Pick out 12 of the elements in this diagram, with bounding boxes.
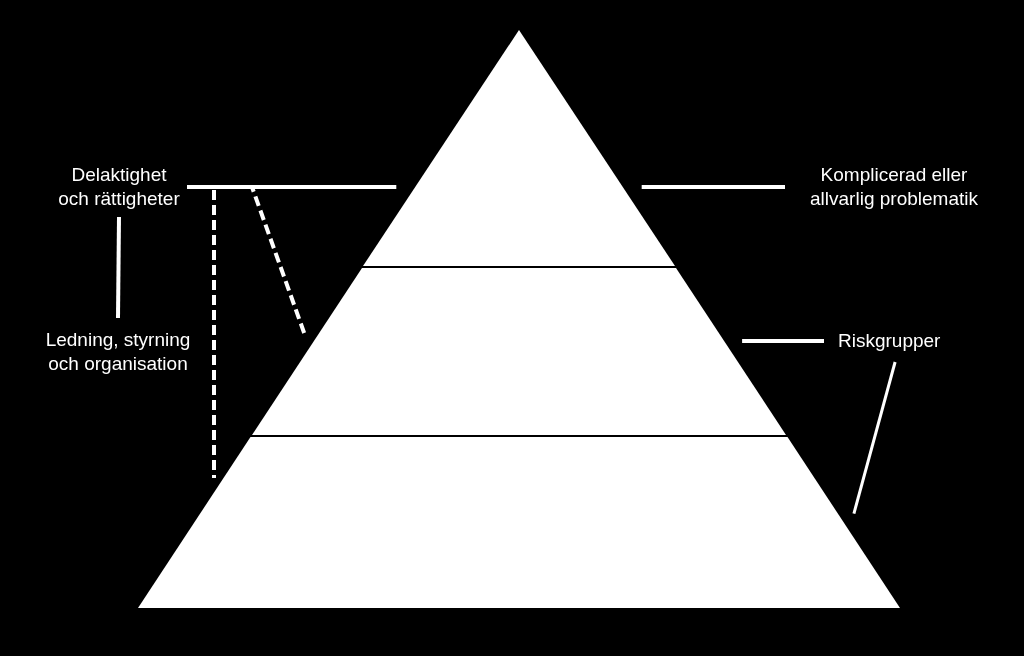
callout-label: Delaktighet och rättigheter (56, 163, 182, 211)
callout-label: Komplicerad eller allvarlig problematik (809, 163, 979, 211)
dashed-leader-line (187, 185, 216, 478)
callout-label: Ledning, styrning och organisation (44, 328, 192, 376)
leader-line (742, 339, 824, 343)
leader-line (116, 216, 121, 319)
pyramid-base-tier (138, 437, 900, 608)
leader-line (641, 184, 785, 189)
pyramid-apex-tier (363, 30, 675, 266)
leader-line (852, 361, 897, 514)
pyramid-middle-tier (252, 268, 786, 435)
callout-label: Riskgrupper (838, 329, 941, 353)
